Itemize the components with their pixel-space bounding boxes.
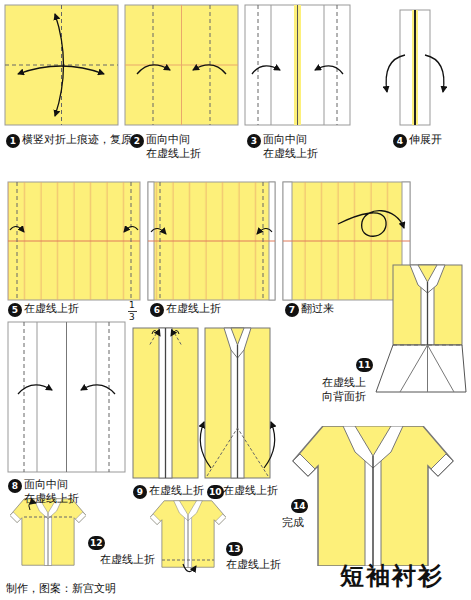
step-number: 13 [226,542,243,556]
step-instruction: 翻过来 [301,302,334,316]
step-number: 7 [285,303,299,317]
step-number: 2 [130,134,144,148]
diagram-title: 短袖衬衫 [340,560,444,592]
step-instruction: 在虚线上折 [149,484,204,498]
step-instruction: 面向中间 在虚线上折 [263,133,320,161]
step-instruction: 伸展开 [409,133,442,147]
step-instruction: 在虚线上折 [100,553,155,567]
step-instruction: 在虚线上折 [223,484,278,498]
step-number: 5 [8,303,22,317]
step-instruction: 在虚线上 向背面折 [322,376,368,404]
step-number: 4 [393,134,407,148]
step-instruction: 在虚线上折 [166,302,221,316]
step-number: 10 [207,485,224,499]
fraction-part: 1 [129,300,135,311]
step-number: 14 [291,499,308,513]
step-number: 3 [247,134,261,148]
step-number: 8 [8,479,22,493]
step-instruction: 面向中间 在虚线上折 [146,133,203,161]
fraction-part: 3 [129,312,135,323]
step-number: 12 [88,536,105,550]
step-number: 11 [356,358,373,372]
step-number: 6 [150,303,164,317]
credit-text: 制作，图案：新宫文明 [6,581,116,596]
step-instruction: 横竖对折上痕迹，复原 [22,133,132,147]
step-number: 1 [6,134,20,148]
step-instruction: 面向中间 在虚线上折 [24,478,81,506]
step-instruction: 完成 [282,516,304,530]
step-number: 9 [133,485,147,499]
step-instruction: 在虚线上折 [226,558,281,572]
step-instruction: 在虚线上折 [24,302,79,316]
